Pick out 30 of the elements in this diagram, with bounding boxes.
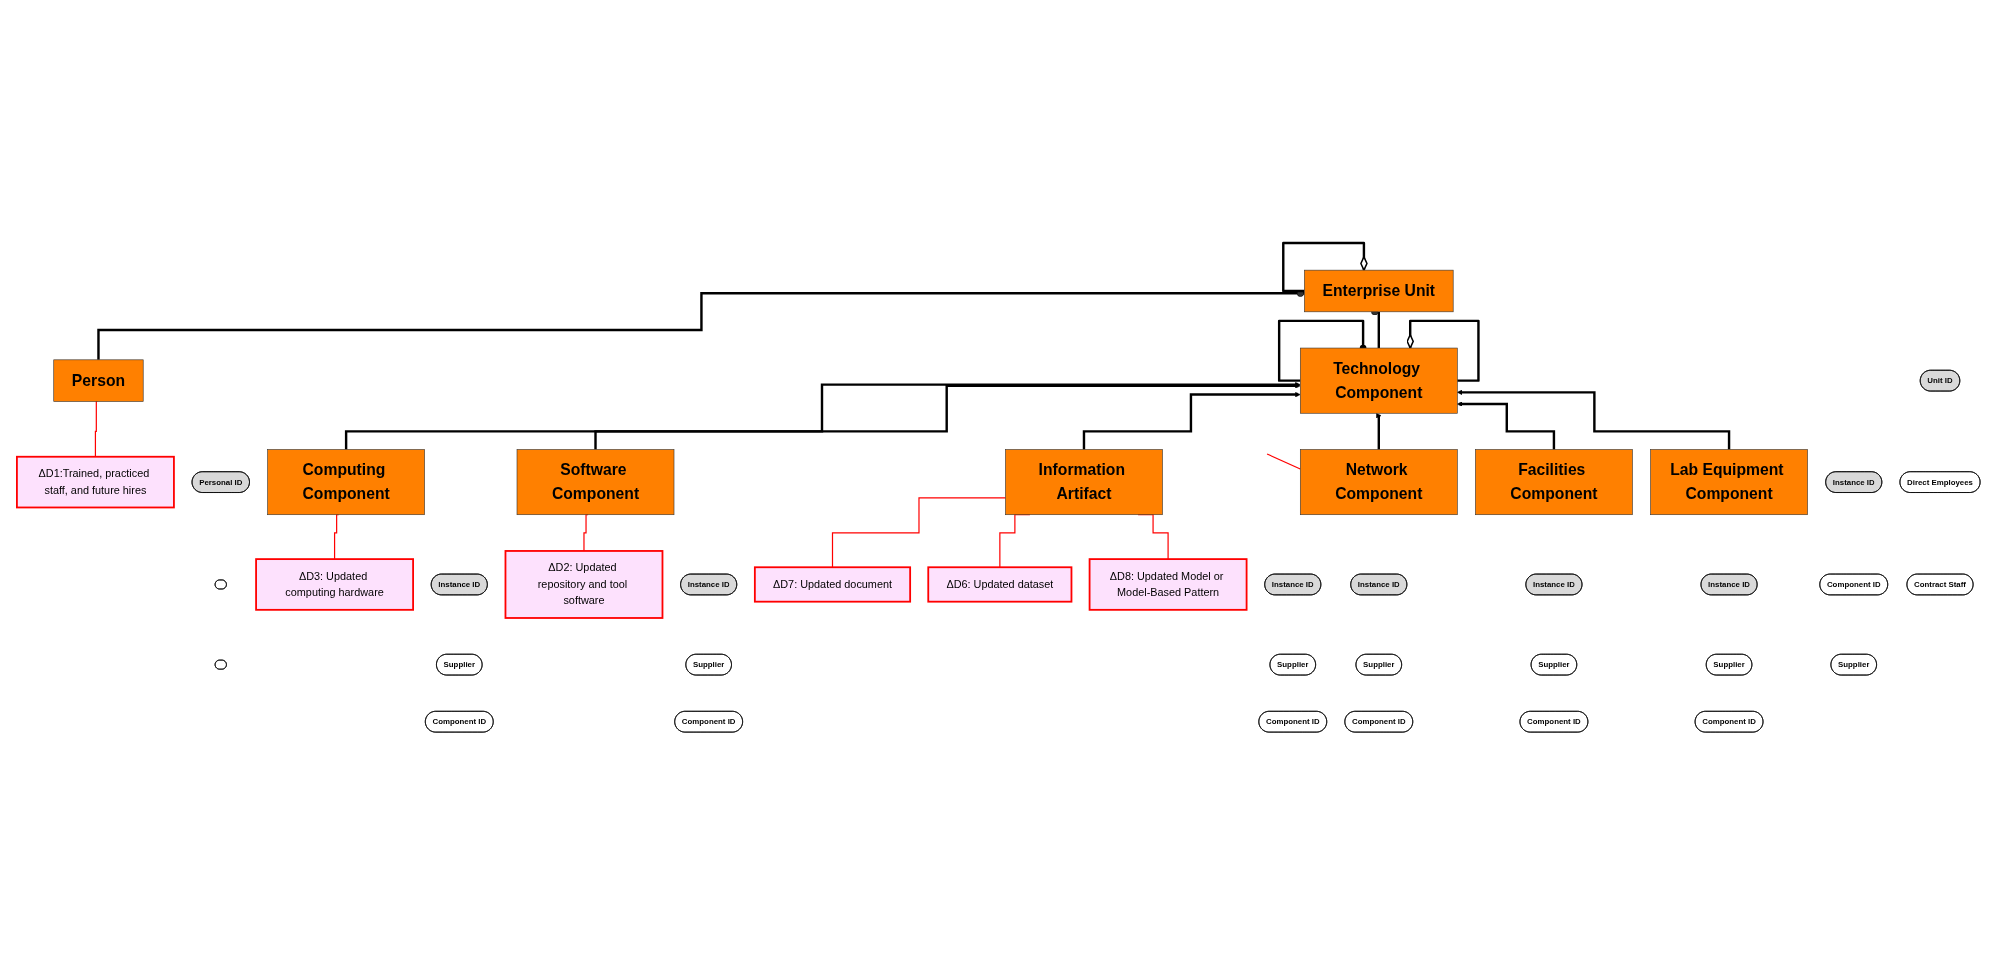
node-box: ΔD6: Updated dataset <box>927 566 1073 603</box>
node-box: Computing Component <box>267 449 425 515</box>
connector-line <box>1266 453 1301 470</box>
node-box: Information Artifact <box>1005 449 1163 515</box>
arrow <box>1082 391 1301 451</box>
node-box: Software Component <box>516 449 675 515</box>
node-box: ΔD2: Updated repository and tool software <box>504 550 664 619</box>
connector <box>333 514 340 560</box>
connector-line <box>1406 319 1480 382</box>
node-box: ΔD3: Updated computing hardware <box>255 558 414 611</box>
node-box: Lab Equipment Component <box>1650 449 1808 515</box>
connector <box>583 514 589 552</box>
arrow <box>594 383 1301 451</box>
connector <box>94 400 98 458</box>
connector-line <box>1282 241 1368 293</box>
node-box: ΔD8: Updated Model or Model-Based Pattern <box>1088 558 1248 611</box>
node-box: ΔD1:Trained, practiced staff, and future hires <box>16 455 175 509</box>
connector-line <box>1277 319 1367 382</box>
node-box: Enterprise Unit <box>1304 269 1454 313</box>
node-box: ΔD7: Updated document <box>753 566 912 603</box>
node-box: Technology Component <box>1300 347 1458 414</box>
node-box: Person <box>53 359 144 402</box>
arrow <box>1456 401 1556 451</box>
node-box: Facilities Component <box>1475 449 1633 515</box>
arrow <box>1376 413 1382 451</box>
connector <box>831 497 1007 568</box>
arrow <box>344 381 1301 451</box>
node-box: Network Component <box>1300 449 1458 515</box>
arrow <box>1457 389 1731 451</box>
connector <box>97 289 1305 361</box>
